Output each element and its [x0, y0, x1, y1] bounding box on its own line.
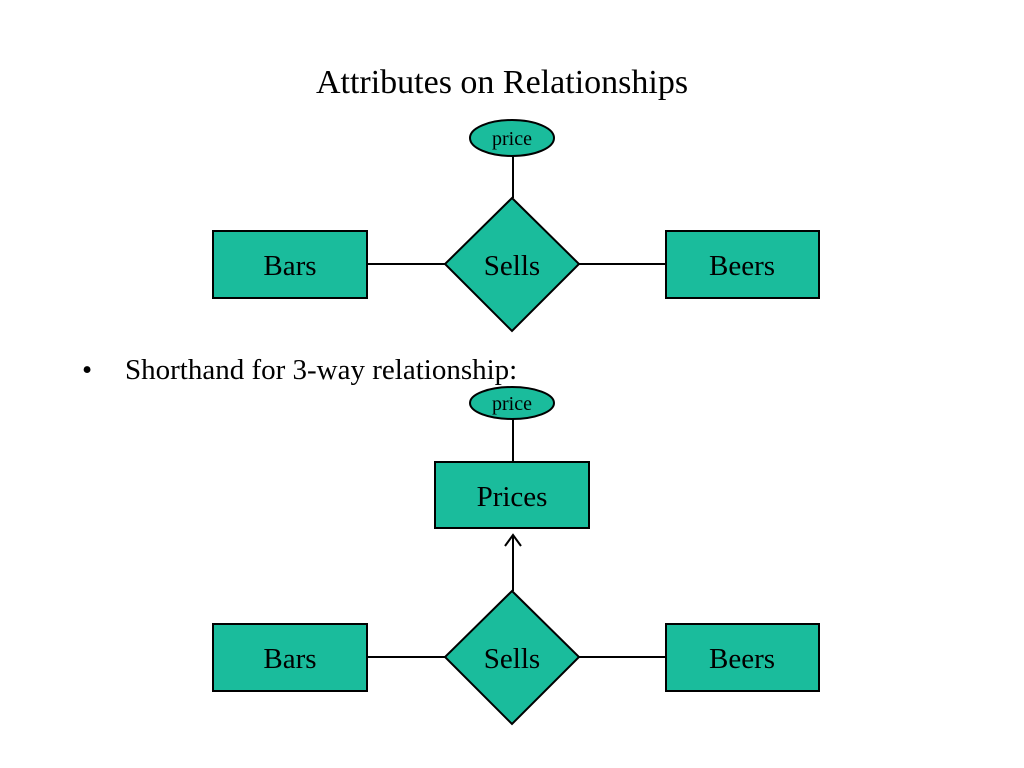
- relationship-label-sells: Sells: [484, 250, 540, 282]
- er-diagram-top: price Bars Sells Beers: [212, 119, 820, 333]
- attribute-label: price: [492, 393, 532, 415]
- entity-label-prices: Prices: [477, 481, 548, 513]
- entity-label-beers: Beers: [709, 250, 775, 282]
- arrow-head-icon: [504, 533, 522, 547]
- relationship-label-sells: Sells: [484, 643, 540, 675]
- relationship-diamond-sells: [443, 196, 581, 333]
- bullet-item: • Shorthand for 3-way relationship:: [82, 350, 517, 390]
- relationship-diamond-sells: [443, 589, 581, 726]
- attribute-label: price: [492, 128, 532, 150]
- er-diagram-bottom: price Prices Bars Sells Beers: [212, 386, 820, 726]
- entity-box-bars: [212, 623, 368, 692]
- entity-box-beers: [665, 623, 820, 692]
- slide-title: Attributes on Relationships: [315, 64, 689, 101]
- bullet-text: Shorthand for 3-way relationship:: [125, 354, 518, 386]
- bullet-symbol: •: [82, 354, 93, 386]
- entity-label-bars: Bars: [263, 643, 316, 675]
- entity-label-bars: Bars: [263, 250, 316, 282]
- entity-box-beers: [665, 230, 820, 299]
- entity-box-prices: [434, 461, 590, 529]
- attribute-ellipse-price: [469, 386, 555, 420]
- entity-box-bars: [212, 230, 368, 299]
- attribute-ellipse-price: [469, 119, 555, 157]
- entity-label-beers: Beers: [709, 643, 775, 675]
